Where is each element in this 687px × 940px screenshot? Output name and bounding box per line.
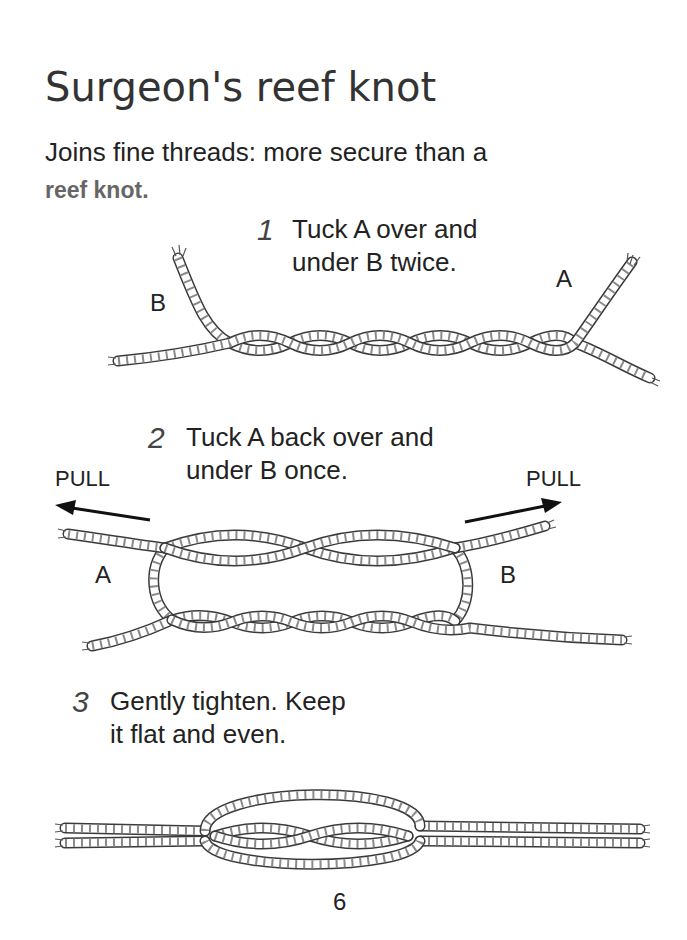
step-instruction: Tuck A back over and under B once. xyxy=(186,421,478,486)
pull-arrows xyxy=(55,498,562,522)
page-title: Surgeon's reef knot xyxy=(45,62,436,112)
pull-label: PULL xyxy=(526,465,581,493)
frayed-ends xyxy=(55,245,660,847)
reference-link: reef knot. xyxy=(45,176,149,205)
pull-label: PULL xyxy=(55,465,110,493)
rope-end-label: A xyxy=(556,264,572,294)
step-instruction: Gently tighten. Keep it flat and even. xyxy=(110,685,352,750)
rope-end-label: B xyxy=(500,560,516,590)
rope-end-label: B xyxy=(150,288,166,318)
step-instruction: Tuck A over and under B twice. xyxy=(292,213,524,278)
step-number: 2 xyxy=(148,419,165,457)
step-number: 3 xyxy=(72,683,89,721)
page-number: 6 xyxy=(333,887,346,917)
rope-drawing xyxy=(65,258,650,864)
step-number: 1 xyxy=(257,211,274,249)
intro-text: Joins fine threads: more secure than a xyxy=(45,136,487,169)
rope-end-label: A xyxy=(95,560,111,590)
